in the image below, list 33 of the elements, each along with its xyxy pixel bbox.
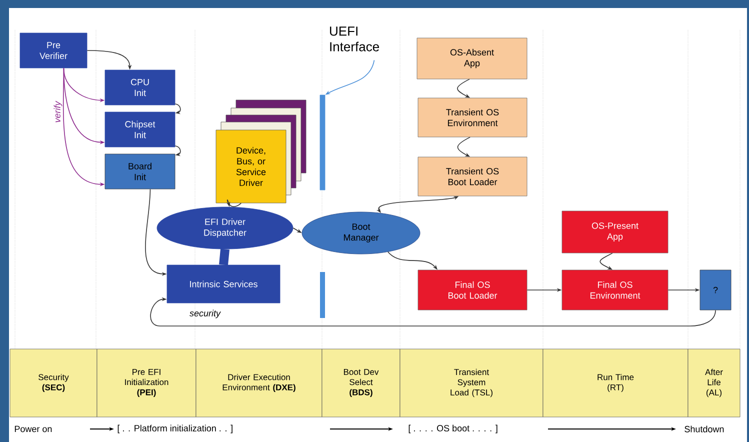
process-box: Intrinsic Services [166,264,280,304]
process-box: ? [700,270,732,310]
edge-label: security [190,310,221,318]
arrow [174,104,181,114]
timeline-label: [ . . . . OS boot . . . . ] [408,424,498,434]
process-box: Pre Verifier [20,32,88,68]
phase-cell: Transient System Load (TSL) [400,348,544,418]
process-box: Transient OS Environment [418,98,528,138]
interface-label: UEFI Interface [330,26,379,52]
process-box: OS-Present App [562,210,668,254]
timeline-label: Shutdown [684,426,724,432]
process-box: Final OS Boot Loader [418,270,528,310]
phase-cell: Driver Execution Environment (DXE) [196,348,322,418]
edge-label: verify [54,100,62,122]
connector-bar [219,248,230,266]
driver-card: Device, Bus, or Service Driver [216,130,286,204]
phase-cell: After Life (AL) [688,348,740,418]
phase-cell: Boot Dev Select (BDS) [322,348,400,418]
phase-cell: Pre EFI Initialization (PEI) [96,348,196,418]
process-box: OS-Absent App [416,38,528,80]
arrow [174,146,181,156]
timeline-label: Power on [14,426,52,432]
process-box: Board Init [104,154,176,190]
process-box: Chipset Init [104,112,176,148]
process-box: Transient OS Boot Loader [418,156,528,196]
interface-bar [320,94,326,190]
arrow [150,297,716,326]
process-box: Final OS Environment [562,270,668,310]
arrow [600,252,613,270]
phase-cell: Security (SEC) [10,348,98,418]
timeline-label: [ . . Platform initialization . . ] [118,424,232,434]
process-box: CPU Init [104,70,176,106]
arrow [457,136,470,157]
